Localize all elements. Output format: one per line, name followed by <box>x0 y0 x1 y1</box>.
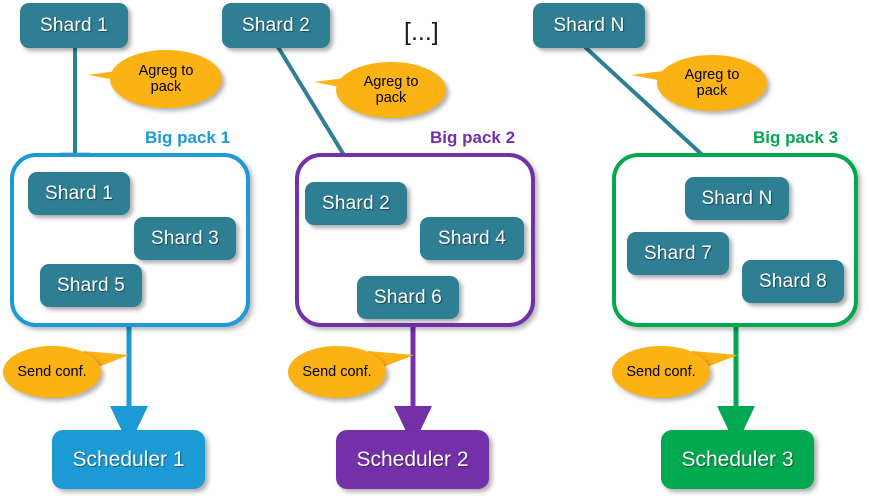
pack-1-shard-5-label: Shard 5 <box>57 274 125 296</box>
send-conf-callout-1: Send conf. <box>3 346 129 398</box>
scheduler-3[interactable]: Scheduler 3 <box>661 430 814 489</box>
send-conf-callout-2-label: Send conf. <box>302 363 372 380</box>
pack-3-shard-n[interactable]: Shard N <box>685 177 789 220</box>
send-conf-callout-2: Send conf. <box>288 346 414 398</box>
send-conf-callout-1-bubble <box>3 346 101 398</box>
scheduler-2-label: Scheduler 2 <box>356 447 469 471</box>
pack-2-shard-4-label: Shard 4 <box>438 227 506 249</box>
pack-3-label: Big pack 3 <box>753 128 839 147</box>
pack-1-shard-3-label: Shard 3 <box>151 227 219 249</box>
source-shard-2[interactable]: Shard 2 <box>222 3 330 48</box>
pack-3-shard-7-label: Shard 7 <box>644 242 712 264</box>
pack-2-label: Big pack 2 <box>430 128 516 147</box>
source-shard-1[interactable]: Shard 1 <box>20 3 128 48</box>
scheduler-1[interactable]: Scheduler 1 <box>52 430 205 489</box>
ellipsis-label: [...] <box>404 18 439 46</box>
pack-2-shard-6[interactable]: Shard 6 <box>357 276 459 319</box>
agreg-callout-2-label: Agreg to pack <box>363 73 419 106</box>
source-shard-n[interactable]: Shard N <box>533 3 645 48</box>
agreg-callout-1: Agreg to pack <box>88 50 222 108</box>
send-conf-callout-3-label: Send conf. <box>626 363 696 380</box>
source-shard-n-label: Shard N <box>553 14 625 36</box>
agreg-callout-2: Agreg to pack <box>314 62 446 118</box>
pack-2-shard-6-label: Shard 6 <box>374 286 442 308</box>
scheduler-3-label: Scheduler 3 <box>681 447 794 471</box>
pack-3-shard-n-label: Shard N <box>701 187 773 209</box>
source-shard-1-label: Shard 1 <box>40 14 108 36</box>
pack-1-shard-5[interactable]: Shard 5 <box>40 264 142 307</box>
pack-1-label: Big pack 1 <box>145 128 231 147</box>
pack-3-shard-7[interactable]: Shard 7 <box>627 232 729 275</box>
pack-3-shard-8[interactable]: Shard 8 <box>742 260 844 303</box>
pack-1-shard-1-label: Shard 1 <box>45 182 113 204</box>
agreg-callout-3-label: Agreg to pack <box>684 66 740 99</box>
pack-3-shard-8-label: Shard 8 <box>759 270 827 292</box>
agreg-callout-1-bubble <box>110 50 222 108</box>
pack-2-shard-2-label: Shard 2 <box>322 192 390 214</box>
pack-2-shard-2[interactable]: Shard 2 <box>305 182 407 225</box>
source-shard-2-label: Shard 2 <box>242 14 310 36</box>
scheduler-1-label: Scheduler 1 <box>72 447 185 471</box>
send-conf-callout-3: Send conf. <box>612 346 738 398</box>
send-conf-callout-2-bubble <box>288 346 386 398</box>
send-conf-callout-3-bubble <box>612 346 710 398</box>
agreg-callout-3: Agreg to pack <box>631 55 767 111</box>
agreg-callout-1-label: Agreg to pack <box>138 62 194 95</box>
pack-1-shard-1[interactable]: Shard 1 <box>28 172 130 215</box>
send-conf-callout-1-label: Send conf. <box>17 363 87 380</box>
scheduler-2[interactable]: Scheduler 2 <box>336 430 489 489</box>
pack-1-shard-3[interactable]: Shard 3 <box>134 217 236 260</box>
pack-2-shard-4[interactable]: Shard 4 <box>420 217 524 260</box>
